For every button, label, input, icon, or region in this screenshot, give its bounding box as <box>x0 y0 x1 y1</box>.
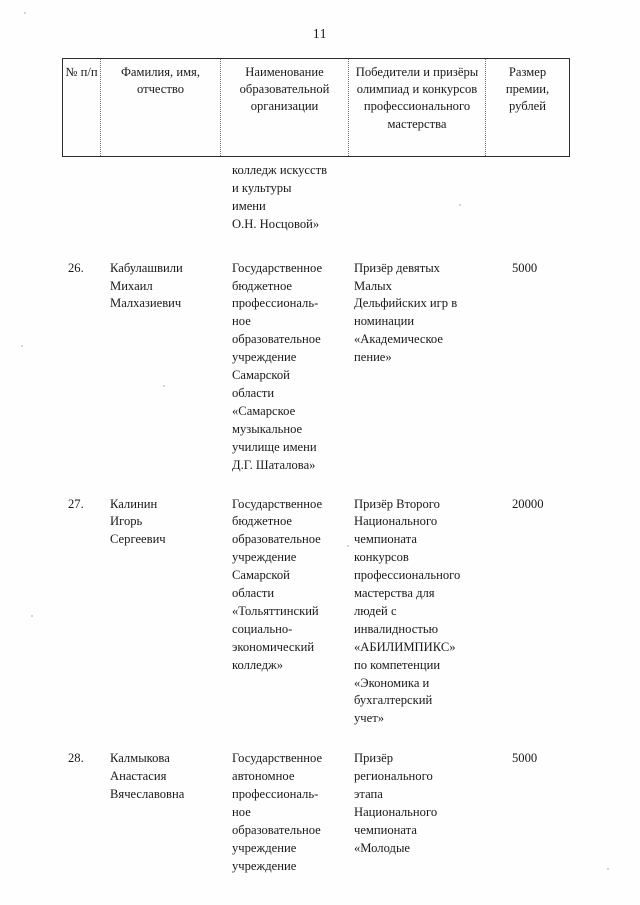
scan-speck <box>163 385 165 387</box>
cell-fullname: Кабулашвили Михаил Малхазиевич <box>110 260 183 311</box>
column-header-achievements: Победители и призёры олимпиад и конкурсо… <box>349 59 486 156</box>
scan-speck <box>31 615 33 617</box>
cell-achievements: Призёр девятых Малых Дельфийских игр в н… <box>354 260 458 365</box>
column-header-number: № п/п <box>63 59 101 156</box>
table-body: колледж искусств и культуры имени О.Н. Н… <box>62 160 570 876</box>
scan-speck <box>21 345 23 347</box>
cell-organization: Государственное автономное профессиональ… <box>232 751 323 873</box>
cell-organization: Государственное бюджетное профессиональ-… <box>232 260 323 472</box>
table-header: № п/п Фамилия, имя, отчество Наименовани… <box>62 58 570 157</box>
scan-speck <box>607 868 609 870</box>
cell-number: 27. <box>68 496 84 511</box>
cell-organization: Государственное бюджетное образовательно… <box>232 496 323 672</box>
cell-number: 26. <box>68 260 84 275</box>
cell-achievements: Призёр регионального этапа Национального… <box>354 751 438 855</box>
cell-amount: 5000 <box>512 751 538 766</box>
table-row: 27. Калинин Игорь Сергеевич Государствен… <box>62 496 570 729</box>
scan-speck <box>347 545 349 547</box>
cell-number: 28. <box>68 751 84 766</box>
cell-amount: 5000 <box>512 260 538 275</box>
column-header-organization: Наименование образовательной организации <box>221 59 349 156</box>
cell-fullname: Калинин Игорь Сергеевич <box>110 496 166 547</box>
cell-achievements: Призёр Второго Национального чемпионата … <box>354 496 461 726</box>
cell-organization: колледж искусств и культуры имени О.Н. Н… <box>232 163 328 231</box>
cell-amount: 20000 <box>512 496 544 511</box>
scan-speck <box>459 204 461 206</box>
page-number: 11 <box>312 26 328 41</box>
column-header-amount: Размер премии, рублей <box>505 65 550 114</box>
cell-fullname: Калмыкова Анастасия Вячеславовна <box>110 751 185 802</box>
column-header-fullname: Фамилия, имя, отчество <box>101 59 221 156</box>
table-row: 26. Кабулашвили Михаил Малхазиевич Госуд… <box>62 260 570 475</box>
table-row: 28. Калмыкова Анастасия Вячеславовна Гос… <box>62 750 570 875</box>
table-row: колледж искусств и культуры имени О.Н. Н… <box>62 162 570 234</box>
scan-speck <box>24 12 26 14</box>
